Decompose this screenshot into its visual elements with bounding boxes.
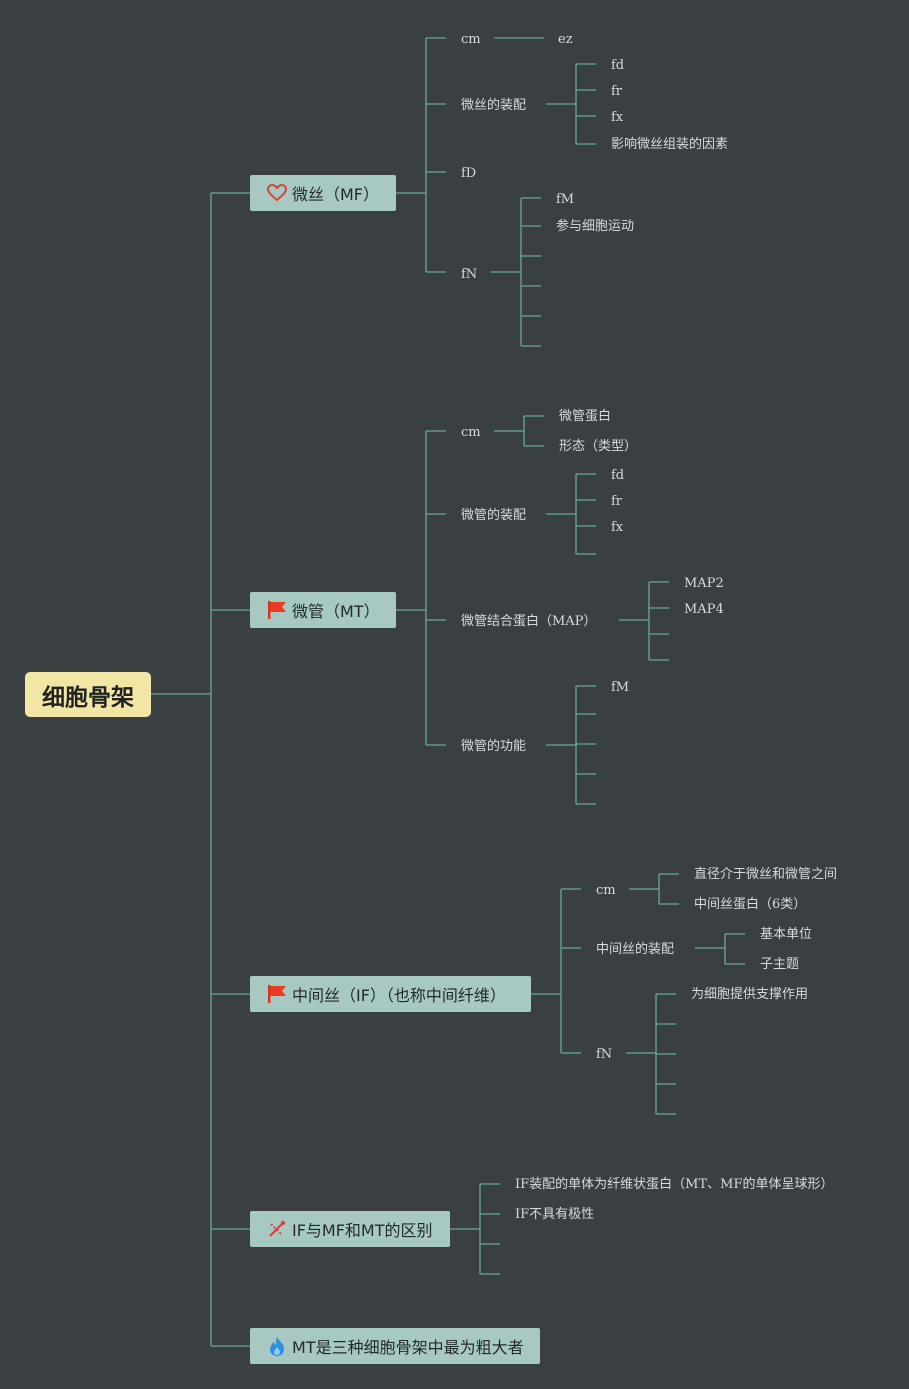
tools-icon: [266, 1218, 288, 1240]
mt-tubulin[interactable]: 微管蛋白: [559, 409, 612, 424]
mt-fx[interactable]: fx: [611, 520, 624, 535]
mf-fx[interactable]: fx: [611, 110, 624, 125]
branch-thickest[interactable]: MT是三种细胞骨架中最为粗大者: [250, 1328, 540, 1364]
branch-diff[interactable]: IF与MF和MT的区别: [250, 1211, 450, 1247]
mt-map4[interactable]: MAP4: [684, 602, 724, 617]
mt-function[interactable]: 微管的功能: [461, 739, 527, 754]
branch-mf[interactable]: 微丝（MF）: [250, 175, 396, 211]
mf-factors[interactable]: 影响微丝组装的因素: [611, 137, 729, 152]
if-diameter[interactable]: 直径介于微丝和微管之间: [694, 867, 838, 882]
if-protein[interactable]: 中间丝蛋白（6类）: [694, 897, 807, 912]
branch-if[interactable]: 中间丝（IF）（也称中间纤维）: [250, 976, 531, 1012]
if-unit[interactable]: 基本单位: [760, 927, 813, 942]
red-flag-icon: [266, 599, 288, 621]
red-flag-icon: [266, 983, 288, 1005]
mt-assembly[interactable]: 微管的装配: [461, 508, 527, 523]
fire-icon: [266, 1335, 288, 1357]
diff-polarity[interactable]: IF不具有极性: [515, 1207, 595, 1222]
heart-icon: [266, 182, 288, 204]
branch-mt[interactable]: 微管（MT）: [250, 592, 396, 628]
mt-fM[interactable]: fM: [611, 680, 630, 695]
mt-fd[interactable]: fd: [611, 468, 625, 483]
mf-motion[interactable]: 参与细胞运动: [556, 219, 635, 234]
mt-map2[interactable]: MAP2: [684, 576, 724, 591]
mf-fM[interactable]: fM: [556, 192, 575, 207]
diff-monomer[interactable]: IF装配的单体为纤维状蛋白（MT、MF的单体呈球形）: [515, 1177, 834, 1192]
branch-mf-title: 微丝（MF）: [292, 185, 380, 204]
mt-map[interactable]: 微管结合蛋白（MAP）: [461, 614, 597, 629]
if-cm[interactable]: cm: [596, 883, 616, 898]
mf-fN[interactable]: fN: [461, 267, 478, 282]
if-assembly[interactable]: 中间丝的装配: [596, 942, 675, 957]
branch-diff-title: IF与MF和MT的区别: [292, 1221, 433, 1240]
mf-cm[interactable]: cm: [461, 32, 481, 47]
mt-fr[interactable]: fr: [611, 494, 623, 509]
if-support[interactable]: 为细胞提供支撑作用: [691, 987, 809, 1002]
if-subtopic[interactable]: 子主题: [760, 957, 800, 972]
branch-if-title: 中间丝（IF）（也称中间纤维）: [292, 986, 506, 1005]
mf-fd[interactable]: fd: [611, 58, 625, 73]
mf-ez[interactable]: ez: [558, 32, 573, 47]
branch-thickest-title: MT是三种细胞骨架中最为粗大者: [292, 1338, 524, 1357]
branch-mt-title: 微管（MT）: [292, 602, 380, 621]
mt-form[interactable]: 形态（类型）: [559, 439, 638, 454]
mf-assembly[interactable]: 微丝的装配: [461, 98, 527, 113]
mf-fD[interactable]: fD: [461, 166, 477, 181]
mf-fr[interactable]: fr: [611, 84, 623, 99]
root-node[interactable]: 细胞骨架: [25, 672, 151, 717]
if-fN[interactable]: fN: [596, 1047, 613, 1062]
mt-cm[interactable]: cm: [461, 425, 481, 440]
